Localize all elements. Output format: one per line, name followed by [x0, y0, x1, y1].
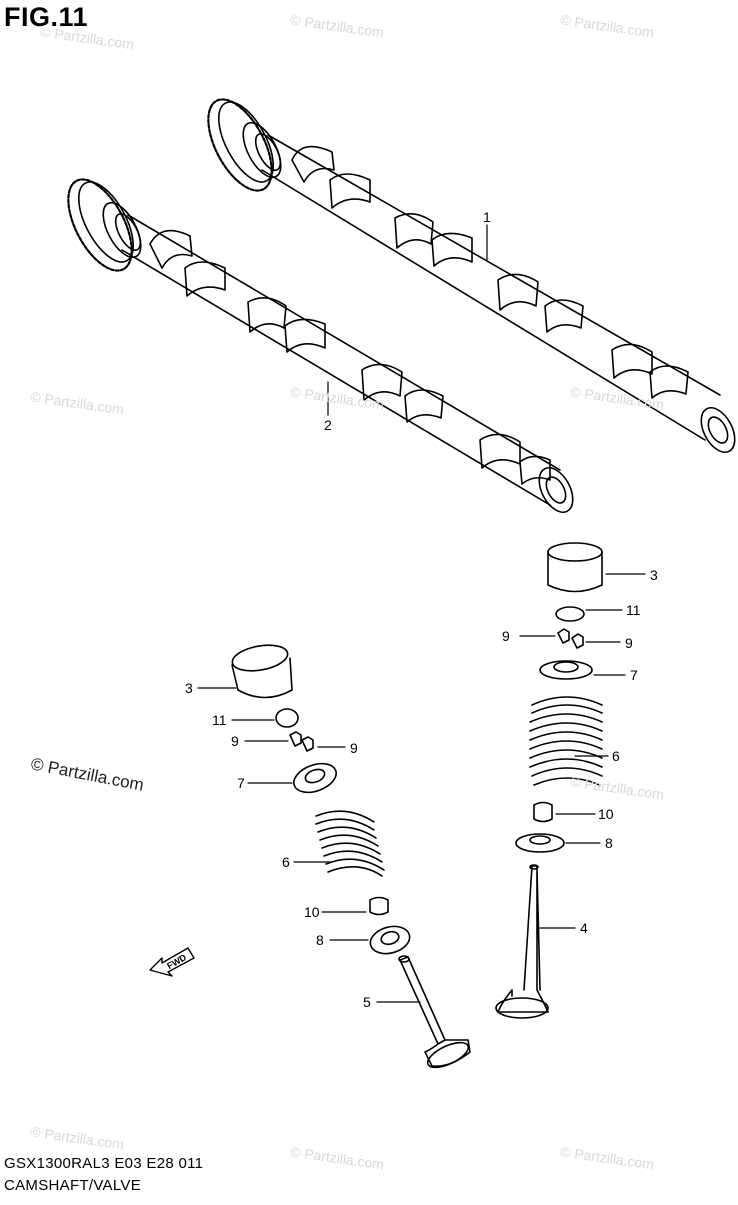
callout-left-shim: 11 — [212, 712, 227, 728]
callout-right-cotter-right: 9 — [625, 635, 633, 651]
footer-figure-name: CAMSHAFT/VALVE — [4, 1177, 142, 1194]
callout-left-cotter-left: 9 — [231, 733, 239, 749]
left-valve-assembly — [197, 644, 471, 1069]
callout-left-seat: 8 — [316, 932, 324, 948]
footer-model-code: GSX1300RAL3 E03 E28 011 — [4, 1155, 204, 1172]
figure-title: FIG.11 — [4, 2, 89, 32]
callout-right-tappet: 3 — [650, 567, 658, 583]
callout-right-valve: 4 — [580, 920, 588, 936]
callout-right-retainer: 7 — [630, 667, 638, 683]
callout-left-cotter-right: 9 — [350, 740, 358, 756]
callout-left-retainer: 7 — [237, 775, 245, 791]
camshaft-1 — [207, 98, 736, 453]
right-valve-assembly — [495, 542, 646, 1019]
camshaft-2 — [67, 178, 574, 513]
callout-left-valve: 5 — [363, 994, 371, 1010]
callout-left-spring: 6 — [282, 854, 290, 870]
callout-right-cotter-left: 9 — [502, 628, 510, 644]
callout-right-seal: 10 — [598, 806, 614, 822]
callout-right-shim: 11 — [626, 602, 641, 618]
callout-camshaft-1: 1 — [483, 209, 491, 225]
callout-camshaft-2: 2 — [324, 417, 332, 433]
callout-left-tappet: 3 — [185, 680, 193, 696]
callout-left-seal: 10 — [304, 904, 320, 920]
callout-right-seat: 8 — [605, 835, 613, 851]
fwd-arrow-icon — [149, 947, 195, 977]
callout-right-spring: 6 — [612, 748, 620, 764]
